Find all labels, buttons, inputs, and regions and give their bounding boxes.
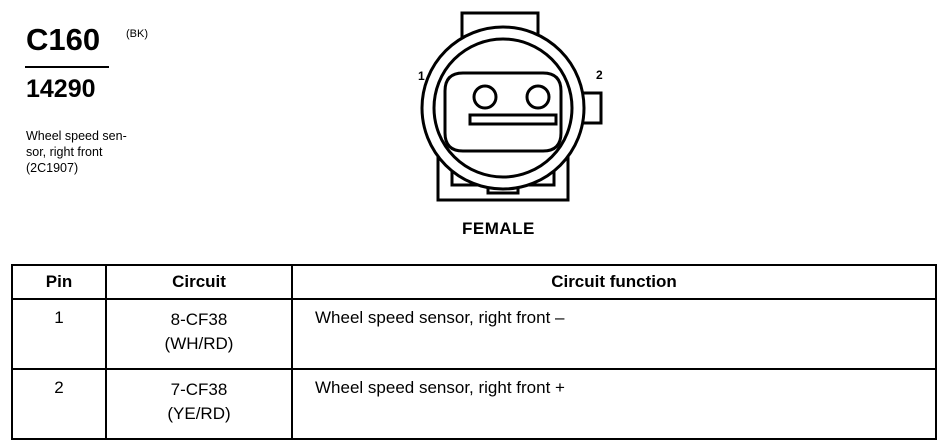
title-divider [25,66,109,68]
description-line: sor, right front [26,145,103,159]
circuit-wire-color: (WH/RD) [164,334,234,353]
circuit-cell: 8-CF38 (WH/RD) [105,298,293,370]
table-header-row: Pin Circuit Circuit function [11,264,937,300]
column-header-circuit-function: Circuit function [291,264,937,300]
circuit-wire-color: (YE/RD) [167,404,231,423]
connector-code: C160 [26,22,101,57]
connector-housing-lower [436,123,570,202]
circuit-function-cell: Wheel speed sensor, right front – [291,298,937,370]
connector-latch [460,11,540,41]
circuit-function-cell: Wheel speed sensor, right front + [291,368,937,440]
locking-bar [468,113,558,126]
part-number: 14290 [26,75,96,103]
description-line: Wheel speed sen- [26,129,127,143]
circuit-number: 8-CF38 [170,310,228,329]
connector-key [583,91,603,125]
table-row: 1 8-CF38 (WH/RD) Wheel speed sensor, rig… [11,298,937,370]
pin-1-terminal [472,84,498,110]
column-header-circuit: Circuit [105,264,293,300]
pin-1-label: 1 [418,69,425,83]
circuit-cell: 7-CF38 (YE/RD) [105,368,293,440]
connector-description: Wheel speed sen- sor, right front (2C190… [26,128,186,176]
view-label: FEMALE [462,219,535,238]
pin-2-terminal [525,84,551,110]
connector-color-code: (BK) [126,28,148,40]
pin-table: Pin Circuit Circuit function 1 8-CF38 (W… [11,264,937,440]
circuit-number: 7-CF38 [170,380,228,399]
connector-outer-ring [420,25,586,191]
table-row: 2 7-CF38 (YE/RD) Wheel speed sensor, rig… [11,368,937,440]
connector-id: C160 (BK) [26,22,148,58]
pin-2-label: 2 [596,68,603,82]
connector-inner-ring [432,37,574,179]
column-header-pin: Pin [11,264,107,300]
description-line: (2C1907) [26,161,79,175]
connector-face-diagram [420,11,603,202]
pin-cell: 2 [11,368,107,440]
pin-cell: 1 [11,298,107,370]
terminal-cavity [443,71,563,153]
